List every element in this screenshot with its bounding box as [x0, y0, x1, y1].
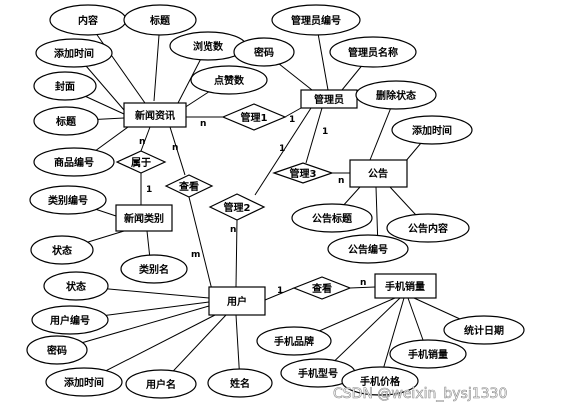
attribute-admin-name: 管理员名称	[329, 36, 417, 68]
attribute-notice-delete-status: 删除状态	[355, 80, 437, 110]
relationship-manage1-label: 管理1	[241, 111, 268, 124]
svg-text:添加时间: 添加时间	[54, 47, 94, 60]
relationship-belongs: 属于	[115, 150, 167, 174]
entity-news: 新闻资讯	[123, 102, 187, 128]
attribute-sales-price: 手机价格	[341, 366, 419, 396]
svg-text:管理员名称: 管理员名称	[348, 46, 398, 59]
card-cat-belongs: 1	[146, 185, 152, 195]
relationship-view-label: 查看	[178, 180, 199, 193]
attribute-sales-volume: 手机销量	[389, 339, 467, 369]
relationship-manage1: 管理1	[221, 103, 287, 131]
card-news-view: n	[172, 143, 178, 153]
svg-text:手机品牌: 手机品牌	[274, 335, 314, 348]
relationship-manage2-label: 管理2	[224, 201, 251, 214]
entity-user-label: 用户	[226, 295, 247, 308]
svg-text:密码: 密码	[254, 46, 274, 59]
svg-text:商品编号: 商品编号	[54, 156, 94, 169]
entity-admin: 管理员	[300, 89, 358, 109]
attribute-news-label: 标题	[33, 106, 99, 136]
attribute-cat-status: 状态	[30, 235, 94, 265]
card-news-manage1: n	[200, 119, 206, 129]
svg-text:手机价格: 手机价格	[360, 375, 401, 388]
svg-text:姓名: 姓名	[229, 377, 250, 390]
svg-text:状态: 状态	[66, 280, 86, 293]
entity-user: 用户	[208, 286, 266, 316]
attribute-user-status: 状态	[43, 271, 109, 301]
entity-admin-label: 管理员	[314, 93, 344, 106]
attribute-sales-date: 统计日期	[443, 315, 525, 345]
attribute-sales-brand: 手机品牌	[256, 326, 332, 356]
attribute-notice-content: 公告内容	[386, 213, 470, 243]
attribute-news-views: 浏览数	[169, 31, 247, 61]
svg-text:密码: 密码	[47, 344, 67, 357]
attribute-user-name: 姓名	[207, 368, 273, 398]
entity-news-category: 新闻类别	[115, 204, 173, 232]
card-admin-manage2: 1	[279, 144, 285, 154]
svg-text:标题: 标题	[55, 115, 77, 128]
card-sales-view2: n	[360, 278, 366, 288]
entity-notice-label: 公告	[368, 167, 388, 180]
relationship-view: 查看	[164, 174, 214, 198]
svg-text:公告标题: 公告标题	[312, 212, 353, 225]
svg-text:公告编号: 公告编号	[348, 243, 388, 256]
attribute-news-cover: 封面	[33, 71, 97, 101]
svg-text:浏览数: 浏览数	[193, 40, 224, 53]
card-user-manage2: n	[230, 225, 236, 235]
card-admin-manage1: 1	[289, 115, 295, 125]
svg-text:状态: 状态	[52, 244, 72, 257]
attribute-notice-title: 公告标题	[291, 203, 373, 233]
svg-text:管理员编号: 管理员编号	[291, 14, 341, 27]
cardinality-labels: n 1 1 n n 1 n m 1 n 1 n	[139, 115, 366, 296]
relationship-manage2: 管理2	[208, 193, 266, 221]
relationship-view2: 查看	[292, 276, 352, 300]
attribute-news-likes: 点赞数	[190, 65, 268, 95]
svg-text:删除状态: 删除状态	[376, 89, 416, 102]
card-admin-manage3: 1	[322, 127, 328, 137]
attribute-admin-password: 密码	[233, 37, 295, 67]
attribute-news-content: 内容	[49, 4, 127, 36]
attribute-user-addtime: 添加时间	[45, 367, 123, 397]
svg-text:用户编号: 用户编号	[49, 314, 90, 327]
attribute-user-password: 密码	[26, 335, 88, 365]
svg-text:点赞数: 点赞数	[214, 74, 245, 87]
attribute-user-no: 用户编号	[31, 305, 109, 335]
watermark-text: CSDN @weixin_bysj1330	[333, 386, 507, 402]
svg-text:用户名: 用户名	[145, 378, 176, 391]
entity-news-category-label: 新闻类别	[124, 212, 164, 225]
svg-text:类别名: 类别名	[139, 263, 169, 276]
relationship-manage3-label: 管理3	[290, 167, 317, 180]
attribute-news-product-no: 商品编号	[33, 147, 115, 177]
attribute-news-title: 标题	[123, 4, 197, 36]
relationship-manage3: 管理3	[272, 162, 334, 184]
attribute-cat-name: 类别名	[120, 254, 188, 284]
svg-text:公告内容: 公告内容	[408, 222, 448, 235]
entity-phone-sales: 手机销量	[374, 273, 437, 299]
card-user-view2: 1	[277, 286, 283, 296]
svg-text:手机型号: 手机型号	[298, 367, 338, 380]
attribute-notice-addtime: 添加时间	[391, 115, 473, 145]
card-notice-manage3: n	[338, 176, 344, 186]
card-user-view: m	[191, 250, 200, 260]
relationship-belongs-label: 属于	[131, 157, 151, 169]
entity-phone-sales-label: 手机销量	[385, 280, 425, 293]
svg-text:标题: 标题	[149, 14, 171, 27]
entity-notice: 公告	[349, 159, 408, 188]
attribute-cat-no: 类别编号	[29, 185, 107, 215]
relationship-view2-label: 查看	[311, 282, 332, 295]
attribute-news-addtime: 添加时间	[35, 38, 113, 68]
entity-news-label: 新闻资讯	[135, 109, 175, 122]
attribute-user-username: 用户名	[125, 369, 197, 399]
attribute-admin-no: 管理员编号	[271, 4, 361, 36]
svg-text:统计日期: 统计日期	[464, 324, 504, 337]
svg-text:添加时间: 添加时间	[64, 376, 104, 389]
attribute-notice-no: 公告编号	[327, 234, 409, 264]
svg-text:添加时间: 添加时间	[412, 124, 452, 137]
svg-text:封面: 封面	[55, 80, 75, 93]
card-news-belongs: n	[139, 137, 145, 147]
svg-text:内容: 内容	[78, 14, 98, 27]
svg-text:手机销量: 手机销量	[408, 348, 448, 361]
svg-text:类别编号: 类别编号	[48, 194, 88, 207]
